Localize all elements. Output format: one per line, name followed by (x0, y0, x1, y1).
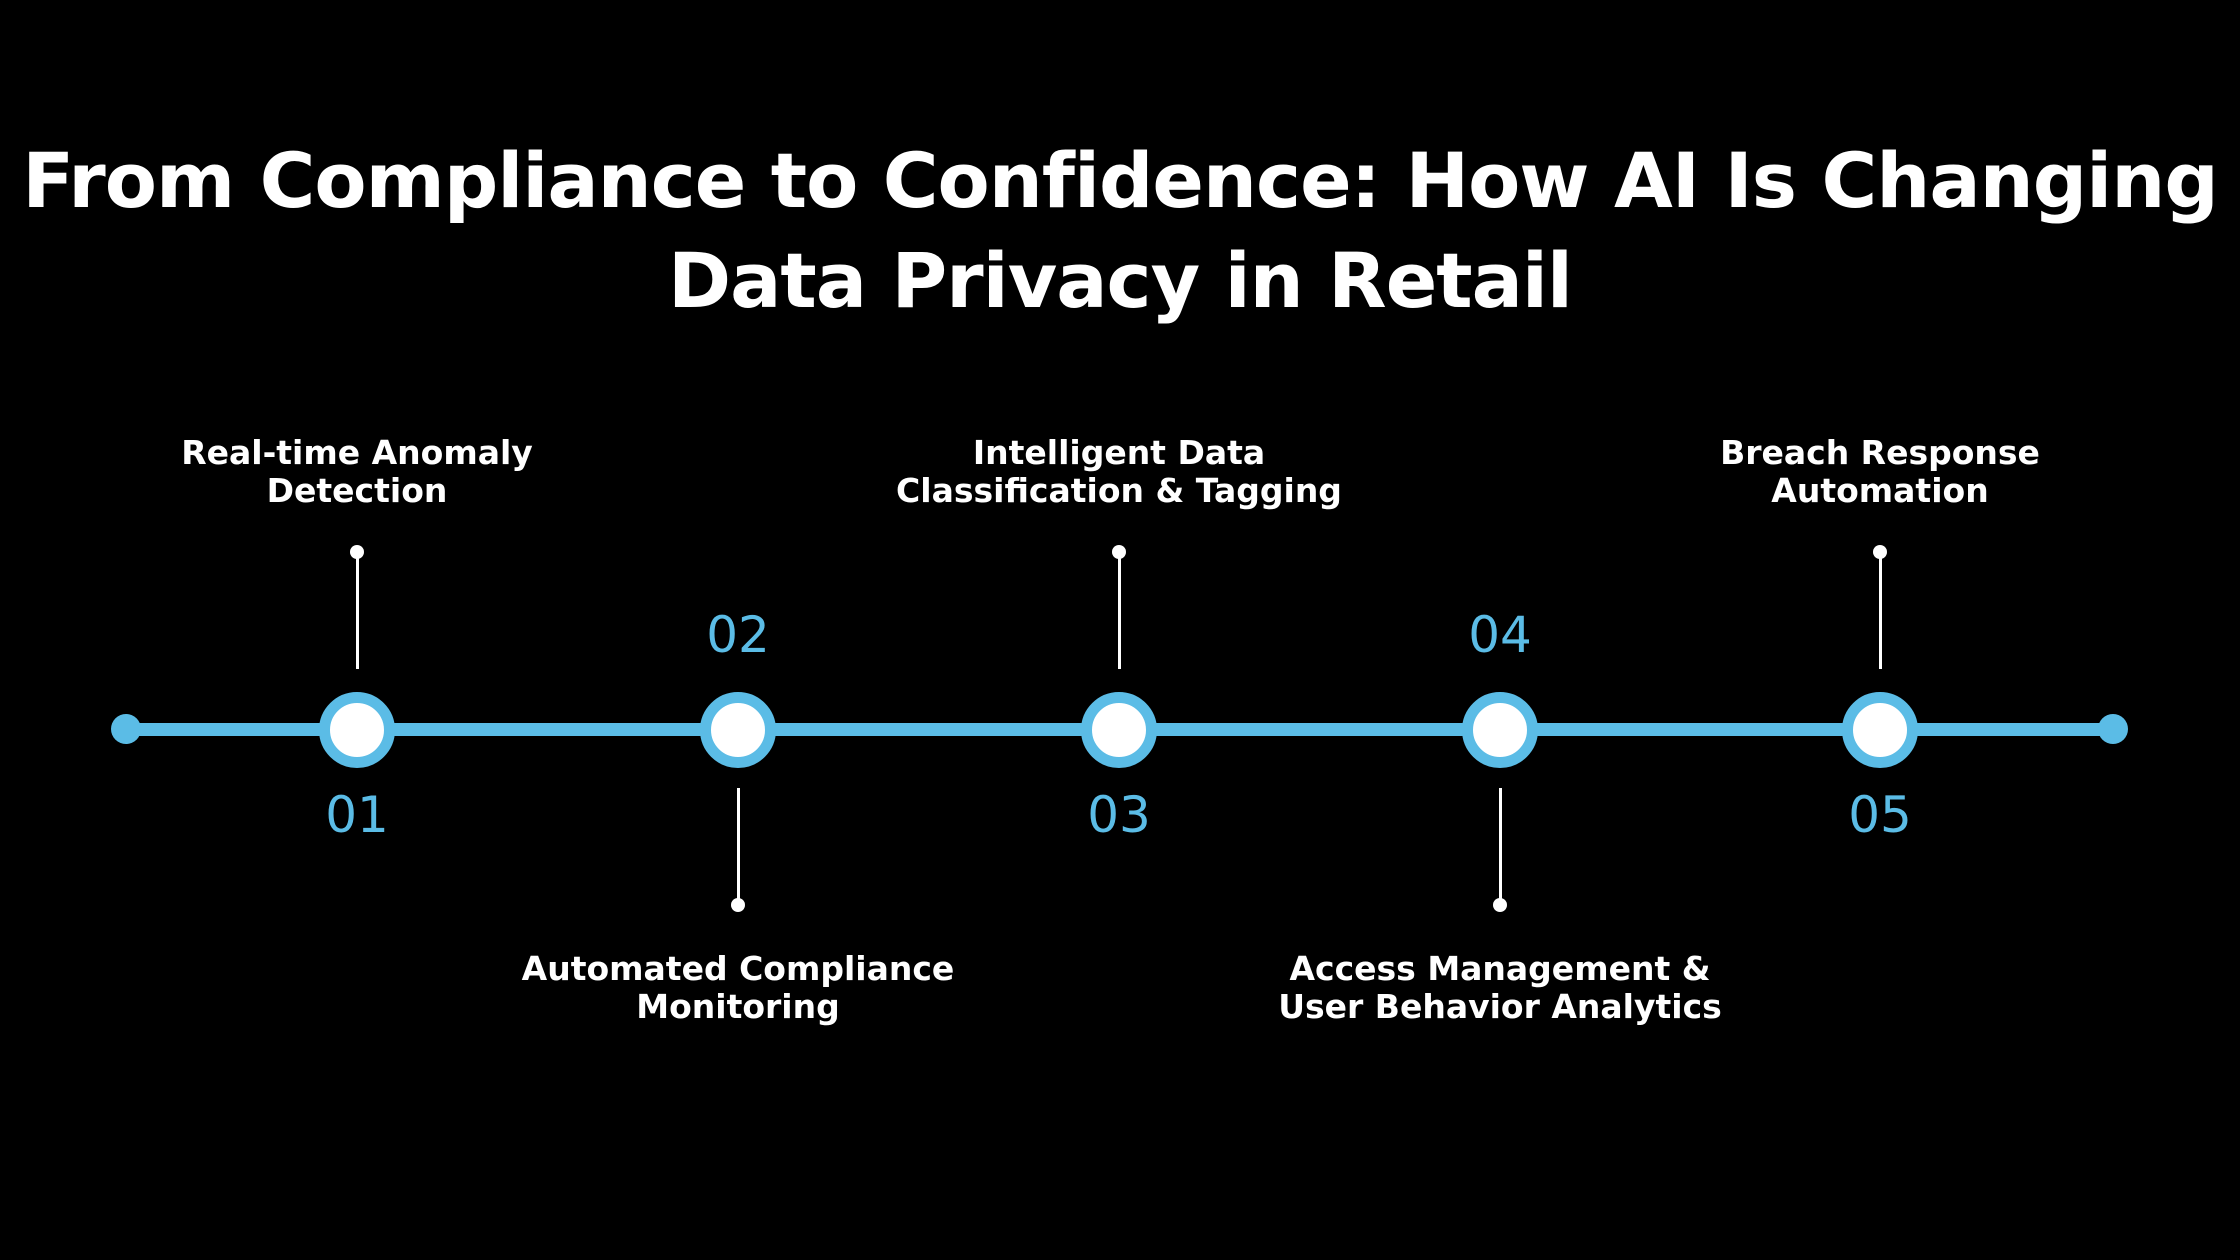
connector-tip-dot (731, 898, 745, 912)
timeline-start-dot (111, 714, 141, 744)
step-number: 04 (1468, 606, 1532, 664)
step-label: Access Management & User Behavior Analyt… (1278, 949, 1722, 1026)
step-label: Real-time Anomaly Detection (181, 433, 533, 510)
timeline-node (1462, 692, 1538, 768)
connector-line (1878, 552, 1882, 669)
step-number: 02 (706, 606, 770, 664)
page-title: From Compliance to Confidence: How AI Is… (0, 131, 2240, 331)
timeline-node (1842, 692, 1918, 768)
step-label: Intelligent Data Classification & Taggin… (896, 433, 1342, 510)
step-number: 01 (325, 786, 389, 844)
title-line-1: From Compliance to Confidence: How AI Is… (22, 135, 2219, 225)
connector-line (355, 552, 359, 669)
timeline-node (700, 692, 776, 768)
connector-tip-dot (1493, 898, 1507, 912)
step-label: Automated Compliance Monitoring (521, 949, 955, 1026)
timeline-node (1081, 692, 1157, 768)
timeline-end-dot (2098, 714, 2128, 744)
title-line-2: Data Privacy in Retail (668, 235, 1573, 325)
step-number: 05 (1848, 786, 1912, 844)
connector-line (1117, 552, 1121, 669)
timeline-node (319, 692, 395, 768)
step-label: Breach Response Automation (1720, 433, 2040, 510)
step-number: 03 (1087, 786, 1151, 844)
connector-line (1498, 788, 1502, 905)
connector-line (736, 788, 740, 905)
